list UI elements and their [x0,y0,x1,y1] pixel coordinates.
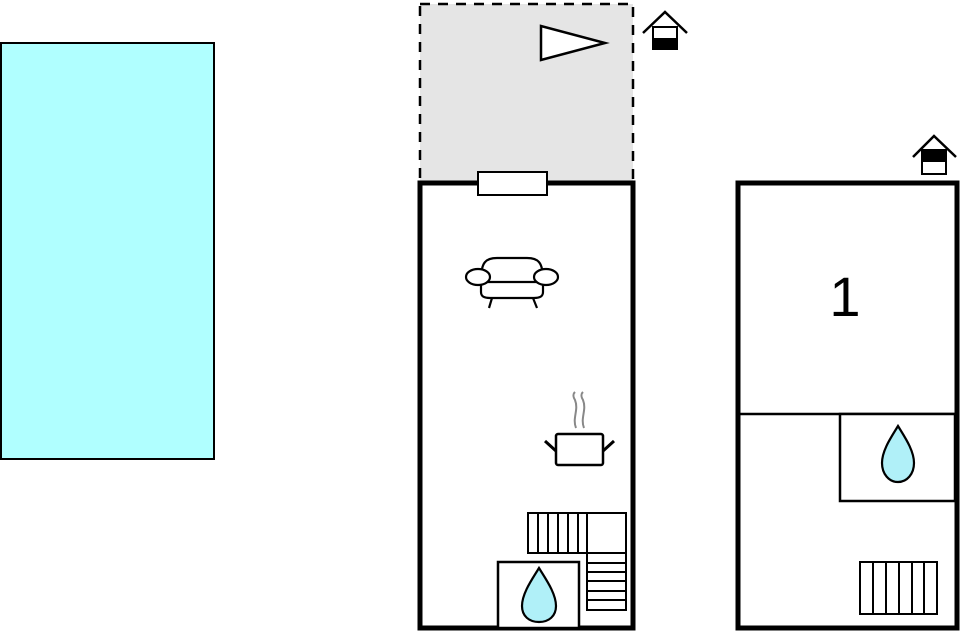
terrace [418,2,635,186]
entrance-door [477,171,548,196]
sofa-icon [464,256,560,309]
water-drop-icon [880,423,916,484]
triangle-icon [539,24,610,62]
water-drop-icon [520,565,558,624]
swimming-pool [0,42,215,460]
room-number-label: 1 [829,265,860,328]
upper-floor-walls [735,180,960,631]
ground-floor-icon [642,10,688,50]
upper-floor-icon [912,134,957,175]
cooking-pot-icon [543,391,616,467]
staircase-icon [527,512,627,611]
staircase-icon [859,561,938,615]
